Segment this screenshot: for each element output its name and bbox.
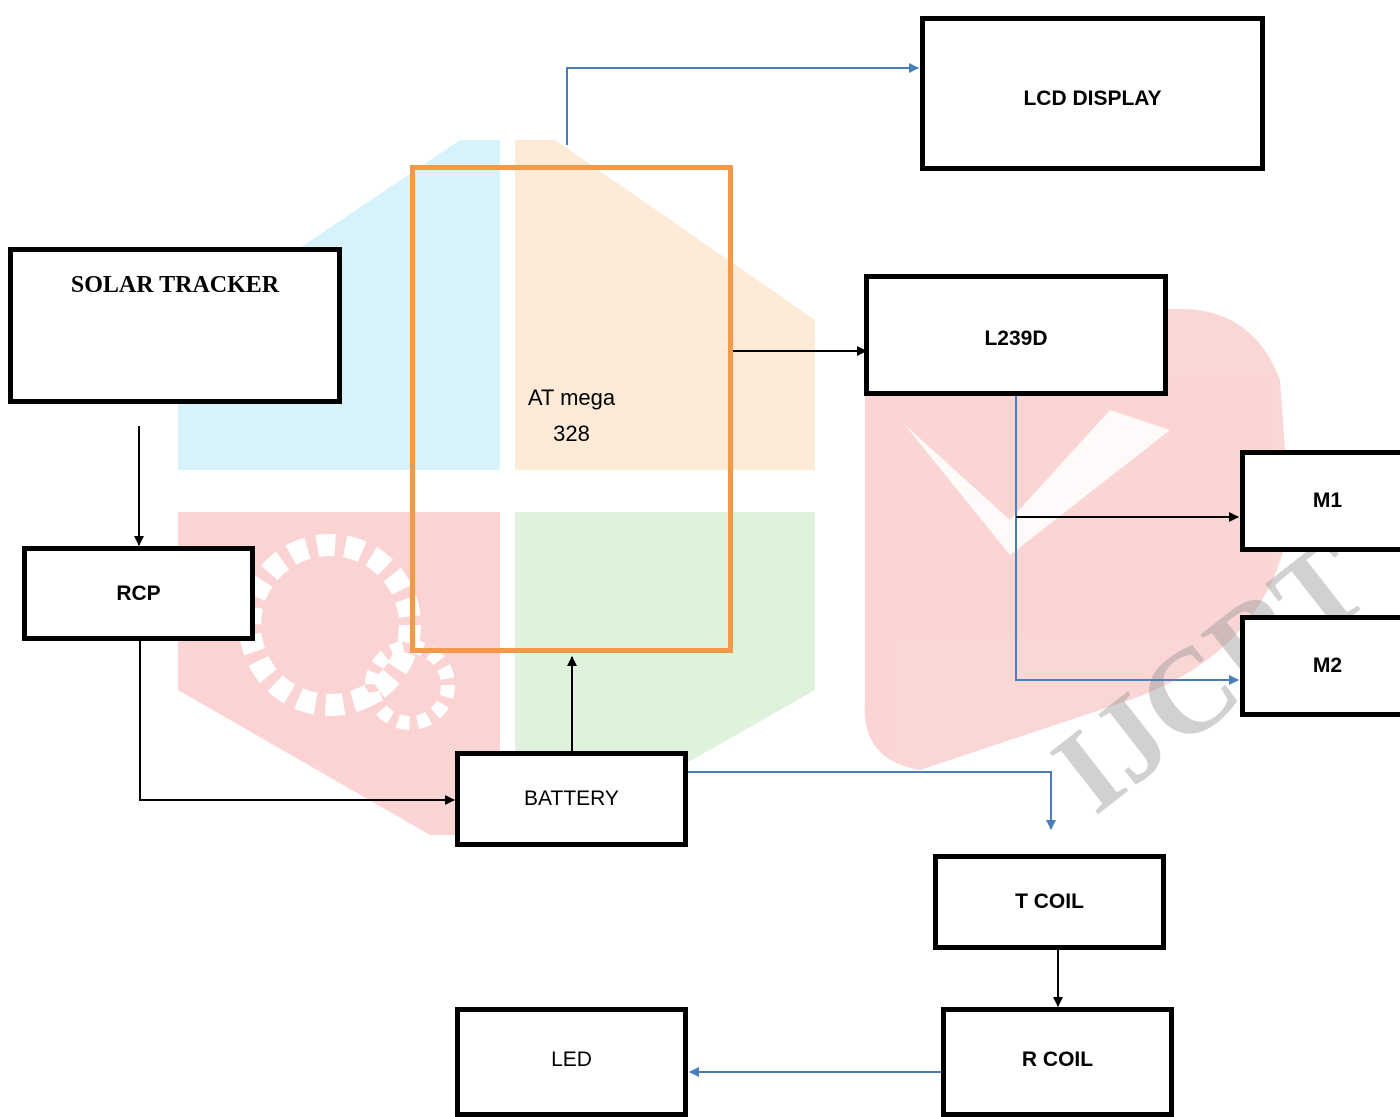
- led-block: LED: [455, 1007, 688, 1117]
- rcp-block: RCP: [22, 546, 255, 641]
- lcd-display-block: LCD DISPLAY: [920, 16, 1265, 171]
- t-coil-block: T COIL: [933, 854, 1166, 950]
- atmega-label: AT mega 328: [528, 380, 615, 452]
- solar-tracker-label: SOLAR TRACKER: [71, 272, 279, 299]
- r-coil-label: R COIL: [1022, 1048, 1093, 1072]
- r-coil-block: R COIL: [941, 1007, 1174, 1117]
- wire-rcp-to-battery: [140, 641, 454, 800]
- wire-l239d-to-m2: [1016, 396, 1238, 680]
- t-coil-label: T COIL: [1015, 890, 1084, 914]
- motor-m2-block: M2: [1240, 615, 1400, 717]
- lcd-display-label: LCD DISPLAY: [1023, 87, 1161, 111]
- atmega-328-block: AT mega 328: [410, 165, 733, 653]
- wire-battery-to-tcoil: [688, 772, 1051, 829]
- motor-m1-block: M1: [1240, 450, 1400, 552]
- battery-label: BATTERY: [524, 787, 619, 811]
- l239d-label: L239D: [984, 327, 1047, 351]
- m2-label: M2: [1313, 654, 1342, 678]
- atmega-label-line2: 328: [553, 421, 590, 446]
- atmega-label-line1: AT mega: [528, 385, 615, 410]
- solar-tracker-block: SOLAR TRACKER: [8, 247, 342, 404]
- m1-label: M1: [1313, 489, 1342, 513]
- battery-block: BATTERY: [455, 751, 688, 847]
- l239d-driver-block: L239D: [864, 274, 1168, 396]
- rcp-label: RCP: [116, 582, 160, 606]
- wire-mcu-to-lcd: [567, 68, 918, 145]
- led-label: LED: [551, 1048, 592, 1072]
